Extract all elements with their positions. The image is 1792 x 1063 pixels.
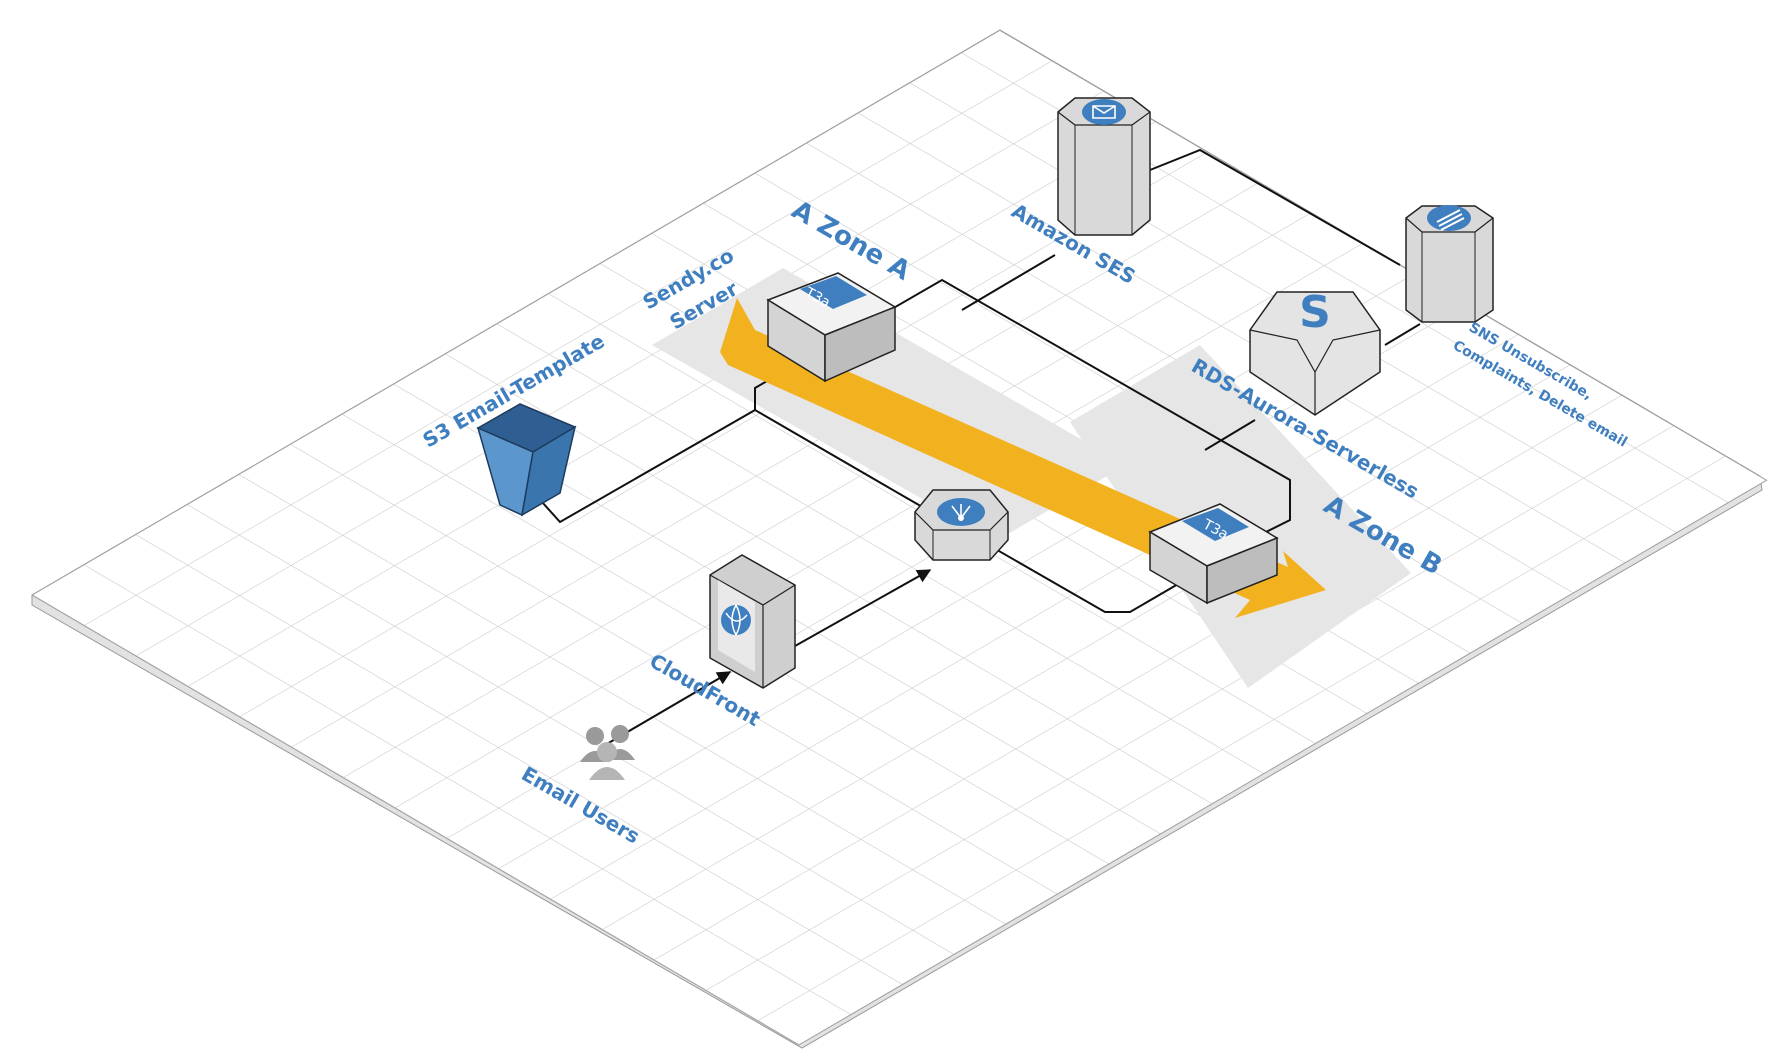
ec2-instance-icon: T3a bbox=[1148, 503, 1279, 605]
link-rds bbox=[1204, 419, 1256, 451]
svg-text:S: S bbox=[1299, 287, 1331, 338]
link-sns bbox=[1384, 323, 1421, 346]
arrow-cloudfront-to-lb bbox=[794, 569, 932, 647]
sns-icon bbox=[1405, 205, 1494, 323]
globe-icon bbox=[721, 605, 751, 635]
ground-plate bbox=[30, 29, 1768, 1049]
amazon-ses-icon bbox=[1057, 97, 1151, 236]
s3-bucket-icon bbox=[476, 403, 577, 517]
load-balancer-icon bbox=[914, 489, 1009, 561]
link-ses-to-servers bbox=[1149, 148, 1401, 266]
envelope-icon bbox=[1092, 105, 1116, 119]
ec2-instance-icon: T3a bbox=[766, 272, 897, 383]
link-ses-zone bbox=[961, 254, 1056, 311]
users-icon bbox=[580, 725, 635, 780]
link-lb-to-servers bbox=[754, 409, 1241, 613]
aurora-s-icon: S bbox=[1249, 287, 1381, 416]
cloudfront-icon bbox=[709, 554, 796, 689]
